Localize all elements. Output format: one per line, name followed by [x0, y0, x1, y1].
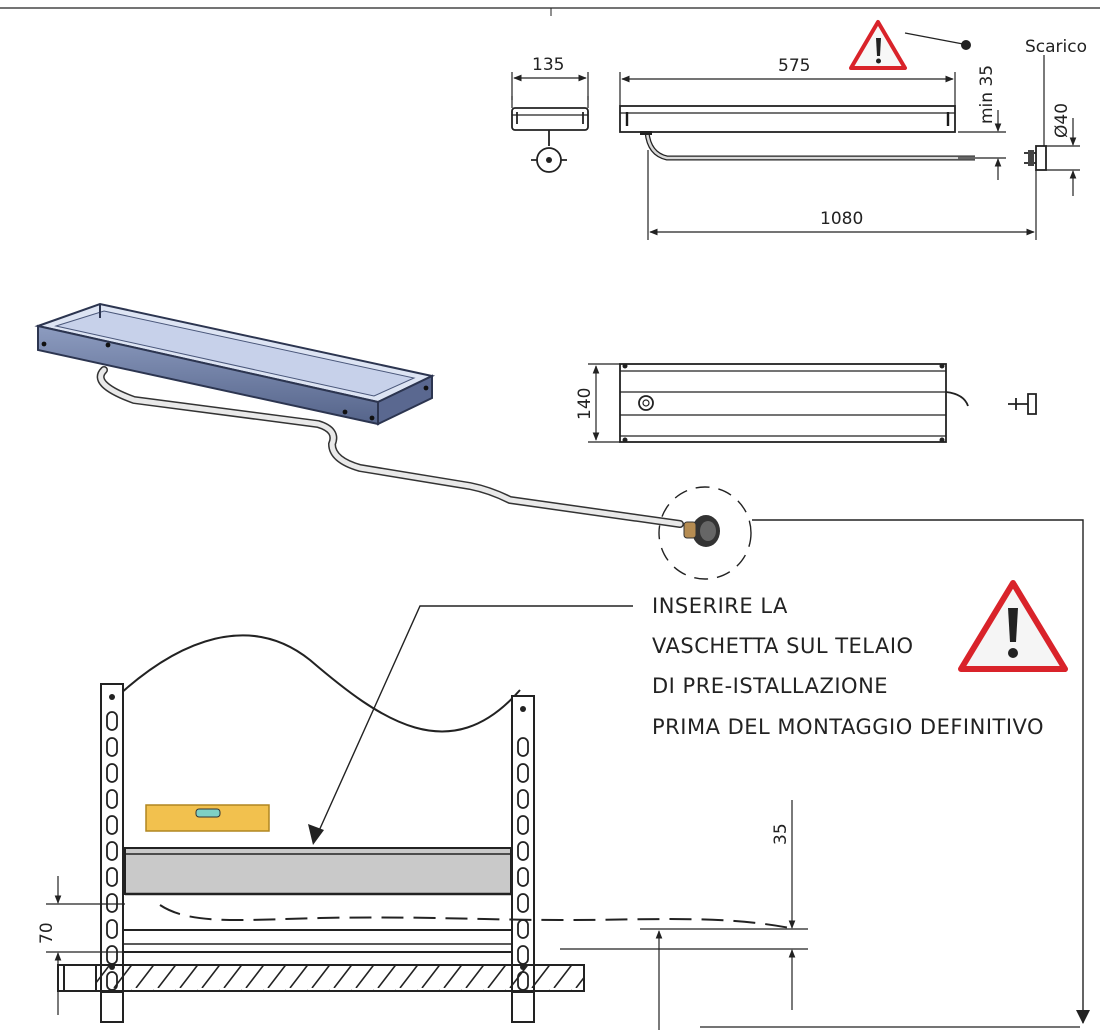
note-line-3: DI PRE-ISTALLAZIONE: [652, 674, 888, 698]
dim-70: 70: [37, 922, 57, 944]
detail-circle: [658, 486, 752, 580]
dim-35: 35: [771, 823, 791, 845]
warning-icon: [849, 20, 907, 70]
dim-diameter-40: Ø40: [1052, 103, 1072, 138]
dim-135: 135: [532, 55, 564, 75]
label-scarico: Scarico: [1025, 37, 1087, 57]
dim-1080: 1080: [820, 209, 863, 229]
note-line-2: VASCHETTA SUL TELAIO: [652, 634, 914, 658]
note-line-4: PRIMA DEL MONTAGGIO DEFINITIVO: [652, 715, 1044, 739]
warning-icon-large: [958, 580, 1068, 672]
installation-note: INSERIRE LA VASCHETTA SUL TELAIO DI PRE-…: [308, 594, 1044, 845]
tray-isometric: [34, 302, 720, 547]
note-line-1: INSERIRE LA: [652, 594, 788, 618]
drip-tray: [124, 847, 512, 895]
dim-575: 575: [778, 56, 810, 76]
installation-section: 70 35: [37, 634, 1080, 1030]
front-view-575: 575 1080 min 35 Ø40 Scarico: [619, 32, 1087, 240]
dim-140: 140: [575, 388, 595, 420]
side-view-135: 135: [511, 55, 589, 173]
plan-view-140: 140: [575, 363, 1037, 443]
dim-min-35: min 35: [977, 65, 997, 124]
